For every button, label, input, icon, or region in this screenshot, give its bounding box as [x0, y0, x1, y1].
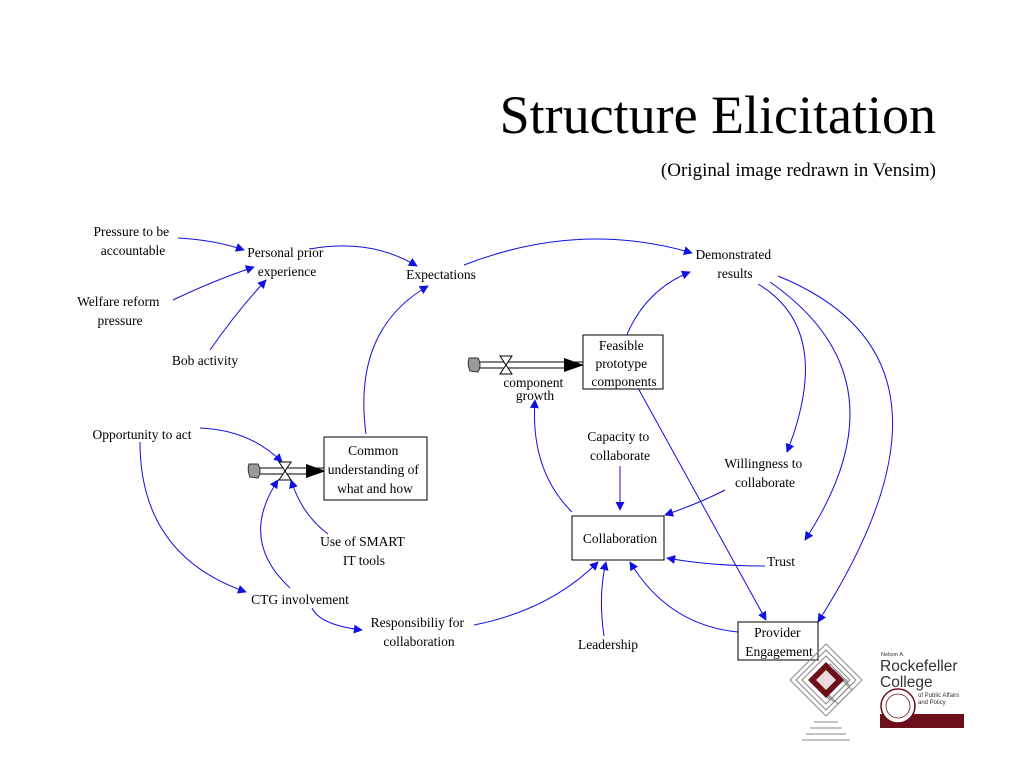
var-feasible-components: Feasible prototype components: [591, 338, 656, 389]
var-component-growth: component growth: [503, 375, 566, 403]
var-trust: Trust: [767, 554, 795, 569]
logo-line2: College: [880, 674, 933, 691]
flow-component-growth: [467, 355, 584, 375]
link-responsibility-to-collaboration: [473, 561, 599, 626]
stock-box-common-understanding: [323, 436, 428, 501]
slide-subtitle: (Original image redrawn in Vensim): [660, 160, 936, 181]
link-provider-to-collaboration: [629, 561, 739, 633]
rockefeller-college-logo: Nelson A. Rockefeller College of Public …: [789, 643, 964, 741]
link-smart-to-flow: [289, 479, 329, 535]
link-trust-to-collaboration: [666, 555, 766, 567]
causal-links: [139, 237, 894, 637]
diamond-emblem-icon: [789, 643, 863, 741]
link-results-to-trust: [769, 281, 851, 541]
stock-box-feasible-components: [582, 334, 664, 390]
var-leadership: Leadership: [578, 637, 638, 652]
cloud-source-icon: [467, 357, 481, 373]
var-capacity: Capacity to collaborate: [587, 429, 652, 463]
var-responsibility: Responsibiliy for collaboration: [371, 615, 468, 649]
var-provider-engagement: Provider Engagement: [745, 625, 813, 659]
flow-common-understanding: [247, 461, 326, 481]
var-personal-prior: Personal prior experience: [247, 245, 326, 279]
link-results-to-willingness: [757, 283, 806, 453]
college-wordmark: Nelson A. Rockefeller College of Public …: [880, 652, 964, 728]
link-personal-to-expectations: [309, 245, 418, 267]
link-collaboration-to-growth: [529, 399, 573, 513]
logo-line1: Rockefeller: [880, 658, 958, 675]
link-willingness-to-collaboration: [664, 489, 726, 517]
var-smart-tools: Use of SMART IT tools: [320, 534, 408, 568]
var-ctg-involvement: CTG involvement: [251, 592, 349, 607]
flow-arrow-icon: [564, 358, 584, 372]
logo-tag1: of Public Affairs: [918, 693, 959, 699]
valve-icon: [499, 355, 513, 375]
link-welfare-to-personal: [172, 265, 255, 301]
var-demonstrated-results: Demonstrated results: [695, 247, 774, 281]
link-ctg-to-responsibility: [311, 607, 363, 634]
var-pressure-accountable: Pressure to be accountable: [93, 224, 172, 258]
link-opportunity-to-flow: [199, 427, 283, 463]
link-opportunity-to-ctg: [139, 441, 247, 594]
link-ctg-to-flow: [260, 479, 291, 589]
logo-tag2: and Policy: [918, 700, 946, 706]
link-expectations-to-results: [463, 238, 693, 266]
var-willingness: Willingness to collaborate: [724, 456, 805, 490]
var-expectations: Expectations: [406, 267, 476, 282]
var-welfare-reform: Welfare reform pressure: [77, 294, 163, 328]
link-feasible-to-provider: [637, 387, 767, 621]
link-feasible-to-results: [625, 270, 691, 338]
slide-title: Structure Elicitation: [499, 85, 936, 145]
var-common-understanding: Common understanding of what and how: [328, 443, 422, 496]
var-collaboration: Collaboration: [583, 531, 657, 546]
link-bob-to-personal: [209, 279, 267, 351]
var-opportunity: Opportunity to act: [93, 427, 192, 442]
stock-box-provider-engagement: [737, 621, 819, 661]
link-pressure-to-personal: [177, 237, 245, 252]
cloud-source-icon: [247, 463, 261, 479]
stock-box-collaboration: [571, 515, 665, 561]
valve-icon: [278, 461, 292, 481]
link-common-to-expectations: [363, 285, 429, 435]
link-results-to-provider: [777, 275, 894, 623]
var-bob-activity: Bob activity: [172, 353, 239, 368]
link-leadership-to-collaboration: [599, 561, 609, 637]
logo-small-text: Nelson A.: [881, 652, 905, 658]
flow-arrow-icon: [306, 464, 326, 478]
